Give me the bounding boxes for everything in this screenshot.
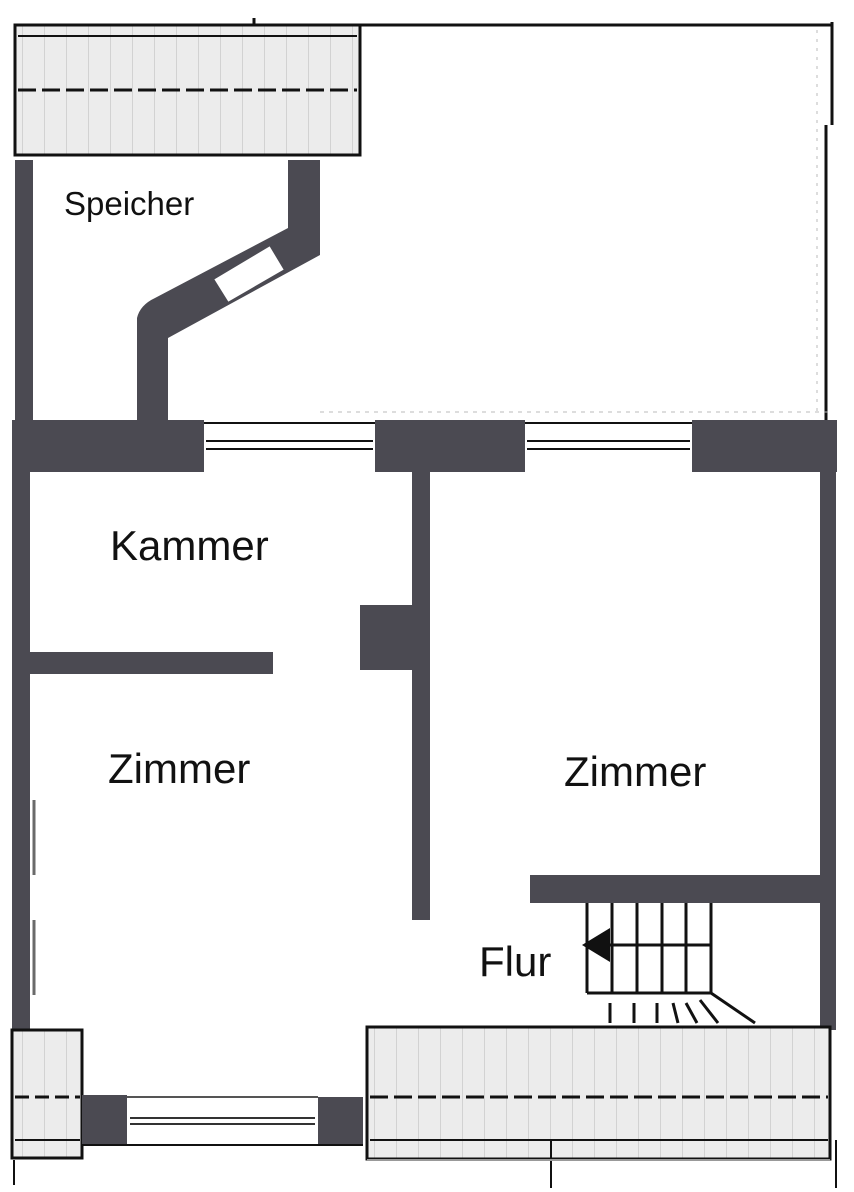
wall-right-exterior xyxy=(820,420,836,1030)
room-label-speicher: Speicher xyxy=(64,185,195,222)
window-upper-right xyxy=(525,420,692,472)
roof-strip-bottom-left xyxy=(10,1028,84,1160)
arrow-left-icon xyxy=(582,928,610,962)
room-label-kammer: Kammer xyxy=(110,522,269,569)
roof-strip-top xyxy=(13,23,362,157)
wall-center xyxy=(412,472,430,920)
wall-zimmer-flur xyxy=(530,875,825,903)
upper-exterior-wall xyxy=(12,420,837,472)
room-label-zimmer-left: Zimmer xyxy=(108,745,251,792)
room-label-zimmer-right: Zimmer xyxy=(564,748,707,795)
wall-kammer-zimmer xyxy=(28,652,273,674)
wall-speicher-left xyxy=(15,160,33,420)
staircase xyxy=(585,903,756,1025)
window-bottom xyxy=(82,1095,363,1146)
window-upper-left xyxy=(204,420,375,472)
door-jamb xyxy=(360,605,412,670)
chimney xyxy=(137,160,320,420)
wall-left-exterior xyxy=(12,420,30,1030)
room-label-flur: Flur xyxy=(479,938,552,985)
roof-strip-bottom-right xyxy=(365,1025,832,1161)
